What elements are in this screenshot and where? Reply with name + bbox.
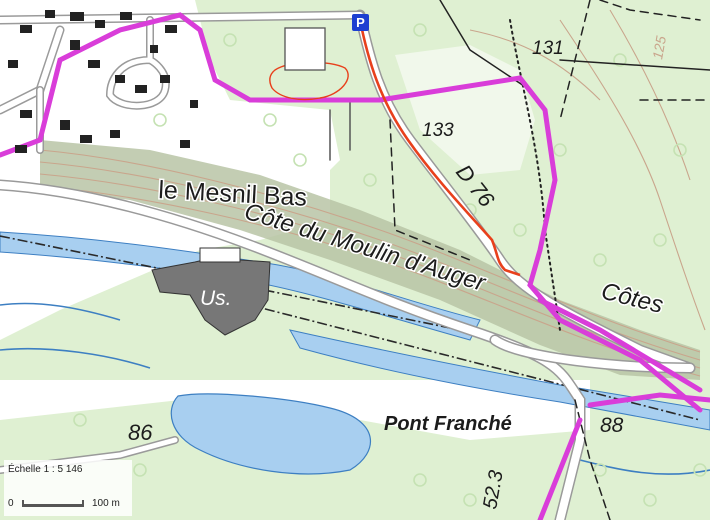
label-place: Pont Franché bbox=[384, 413, 512, 435]
elevation-133: 133 bbox=[422, 120, 454, 141]
elevation-131: 131 bbox=[532, 38, 564, 59]
elevation-86: 86 bbox=[128, 420, 153, 445]
route-line bbox=[358, 19, 521, 277]
scale-title: Échelle 1 : 5 146 bbox=[8, 464, 83, 475]
scale-widget: Échelle 1 : 5 146 0 100 m bbox=[4, 460, 132, 516]
hiking-trails bbox=[0, 12, 710, 520]
buildings bbox=[8, 10, 198, 153]
label-factory: Us. bbox=[200, 287, 232, 310]
sports-field bbox=[284, 27, 326, 71]
elevation-labels: 131 133 125 86 88 52.3 bbox=[128, 35, 669, 511]
scale-bar bbox=[22, 500, 84, 507]
meadow bbox=[395, 45, 535, 175]
elevation-125: 125 bbox=[649, 35, 669, 61]
parking-icon[interactable]: P bbox=[352, 14, 369, 31]
scale-distance: 100 m bbox=[92, 498, 120, 509]
industrial-annex bbox=[199, 247, 241, 263]
elevation-88: 88 bbox=[600, 414, 624, 437]
scale-zero: 0 bbox=[8, 498, 14, 509]
parking-label: P bbox=[356, 15, 365, 30]
